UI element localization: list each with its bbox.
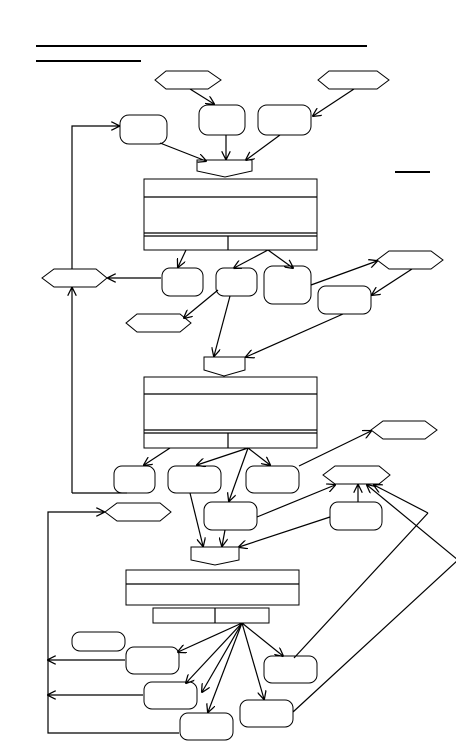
node-s1-mid xyxy=(198,104,246,136)
node-s1-out-1 xyxy=(161,267,204,297)
node-s1-out-3 xyxy=(263,265,312,305)
connector-s3 xyxy=(190,546,240,566)
hexagon-top-right xyxy=(317,70,390,90)
connector-s1 xyxy=(196,159,253,178)
node-s1-left xyxy=(119,114,168,145)
node-s1-right xyxy=(257,104,312,136)
node-s3-left-1 xyxy=(71,631,126,652)
node-s2-out-2 xyxy=(167,465,222,494)
hexagon-s2-lower-left xyxy=(104,502,172,522)
node-s3-left-3 xyxy=(143,681,198,710)
node-s2-out-3 xyxy=(245,465,300,494)
hexagon-s1-lower xyxy=(125,313,192,333)
node-s2-mid-2 xyxy=(329,501,383,531)
node-s3-bottom xyxy=(179,712,234,741)
node-s3-left-2 xyxy=(125,646,180,675)
hexagon-s1-left xyxy=(41,268,108,288)
node-s1-side xyxy=(317,285,372,315)
node-s3-right-2 xyxy=(239,699,294,728)
hexagon-s2-lower-right xyxy=(322,465,391,485)
hexagon-top-left xyxy=(154,70,222,90)
connector-s2 xyxy=(203,356,246,377)
process-box-s2 xyxy=(143,376,318,449)
hexagon-s1-right xyxy=(376,250,444,270)
node-s2-mid-1 xyxy=(203,501,258,531)
node-s3-right-1 xyxy=(263,655,318,684)
process-box-s1 xyxy=(143,178,318,251)
node-s2-out-1 xyxy=(113,465,156,494)
process-box-s3 xyxy=(125,569,300,624)
connections xyxy=(48,88,456,734)
node-s1-out-2 xyxy=(215,267,258,297)
hexagon-s2-right xyxy=(370,420,438,440)
